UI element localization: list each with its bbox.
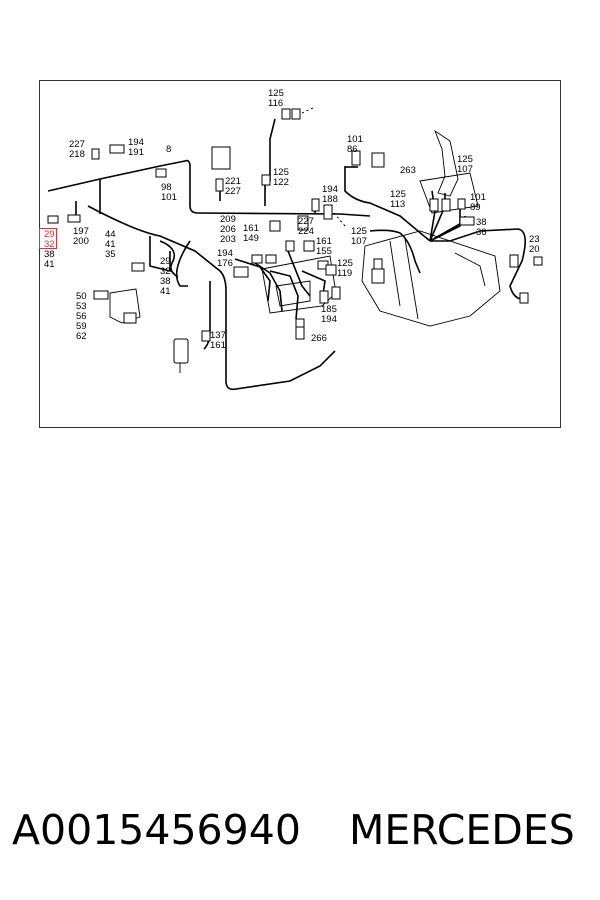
pump-unit (93, 288, 141, 324)
footer: A0015456940 MERCEDES (0, 800, 600, 870)
gearbox-assembly (361, 129, 501, 327)
highlight-box (39, 228, 57, 249)
sensor-bottom (173, 330, 211, 373)
part-number: A0015456940 (12, 806, 301, 854)
wiring-harness-diagram (47, 106, 543, 391)
connectors (47, 106, 543, 340)
callout-label: 8 (166, 144, 171, 155)
brand-name: MERCEDES (349, 806, 575, 854)
callout-label: 266 (311, 333, 327, 344)
callout-label highlighted: 29323841 (44, 229, 55, 270)
callout-label: 263 (400, 165, 416, 176)
